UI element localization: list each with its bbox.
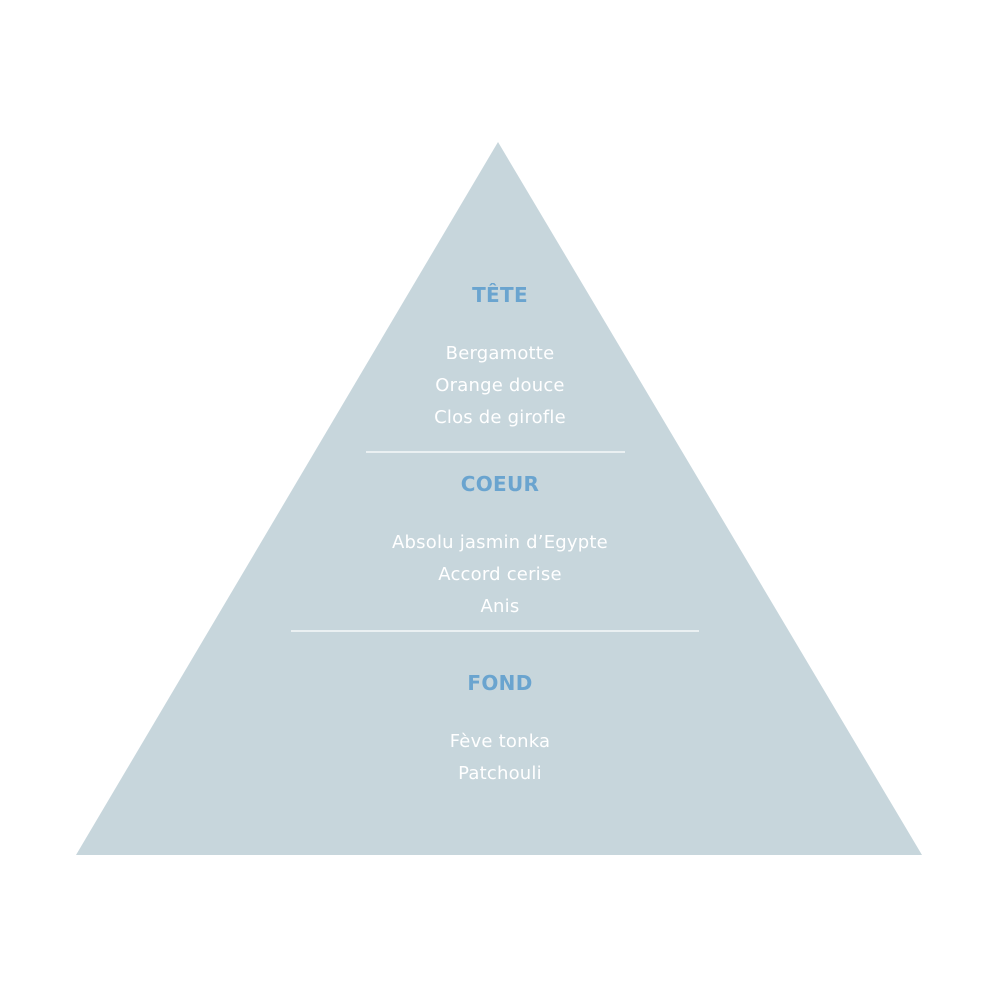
tier-heading-tete: TÊTE (472, 283, 528, 307)
tier-heart-notes: COEUR Absolu jasmin d’Egypte Accord ceri… (200, 471, 800, 623)
note-item: Accord cerise (438, 564, 562, 585)
note-item: Clos de girofle (434, 407, 566, 428)
tier-base-notes: FOND Fève tonka Patchouli (200, 670, 800, 790)
note-item: Anis (480, 596, 520, 617)
note-item: Orange douce (435, 375, 565, 396)
tier-heading-coeur: COEUR (460, 472, 540, 496)
note-item: Bergamotte (445, 343, 555, 364)
note-list-coeur: Absolu jasmin d’Egypte Accord cerise Ani… (200, 527, 800, 623)
note-list-fond: Fève tonka Patchouli (200, 726, 800, 790)
note-item: Patchouli (458, 763, 542, 784)
note-list-tete: Bergamotte Orange douce Clos de girofle (200, 338, 800, 434)
pyramid-triangle (76, 142, 922, 855)
note-item: Fève tonka (449, 731, 551, 752)
tier-heading-fond: FOND (467, 671, 533, 695)
tier-top-notes: TÊTE Bergamotte Orange douce Clos de gir… (200, 282, 800, 434)
note-item: Absolu jasmin d’Egypte (392, 532, 608, 553)
